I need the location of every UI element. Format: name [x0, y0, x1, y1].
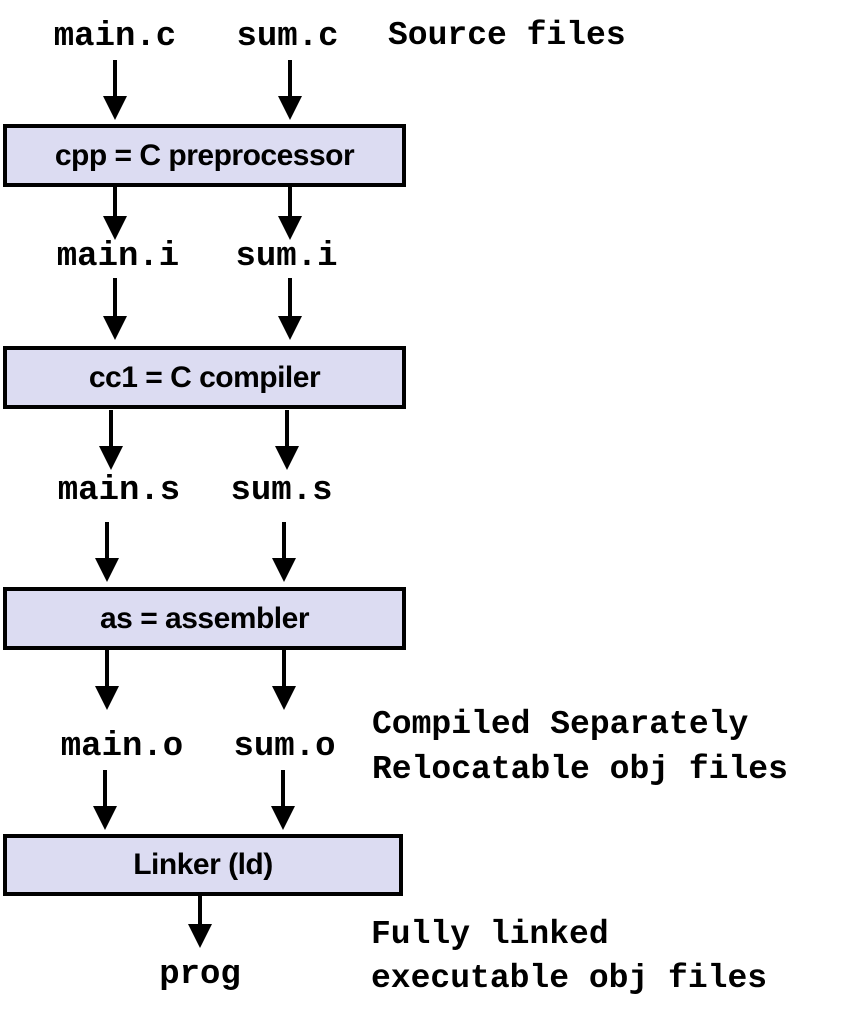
file-sum-c: sum.c — [236, 18, 339, 56]
note-executable-obj-files: executable obj files — [371, 960, 768, 997]
file-sum-o: sum.o — [233, 728, 336, 766]
cc1-compiler-box: cc1 = C compiler — [3, 346, 406, 409]
as-assembler-label: as = assembler — [100, 601, 310, 635]
linker-label: Linker (ld) — [133, 848, 273, 881]
file-sum-s: sum.s — [230, 472, 333, 510]
file-prog: prog — [159, 956, 241, 994]
file-main-o: main.o — [60, 728, 184, 766]
as-assembler-box: as = assembler — [3, 587, 406, 650]
note-fully-linked: Fully linked — [371, 916, 609, 953]
cpp-preprocessor-label: cpp = C preprocessor — [54, 138, 355, 172]
file-main-s: main.s — [57, 472, 181, 510]
linker-box: Linker (ld) — [3, 834, 403, 896]
note-relocatable-obj-files: Relocatable obj files — [372, 751, 788, 788]
cc1-compiler-label: cc1 = C compiler — [88, 360, 321, 394]
file-main-i: main.i — [56, 238, 180, 276]
note-source-files: Source files — [388, 17, 626, 54]
file-main-c: main.c — [53, 18, 177, 56]
note-compiled-separately: Compiled Separately — [372, 706, 749, 743]
file-sum-i: sum.i — [235, 238, 338, 276]
cpp-preprocessor-box: cpp = C preprocessor — [3, 124, 406, 187]
